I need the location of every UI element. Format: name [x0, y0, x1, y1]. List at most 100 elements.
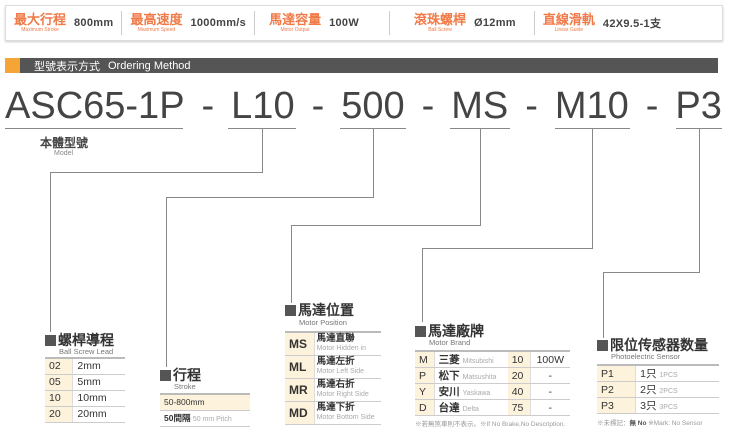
spec-label-en: Ball Screw [428, 26, 452, 33]
lead-title: 螺桿導程 [45, 330, 114, 350]
position-zh: 馬達左折 [316, 356, 355, 367]
connector-line [422, 248, 593, 249]
count-en: 1PCS [659, 372, 678, 379]
code-cell: P2 [597, 381, 637, 398]
model-label: 本體型號 [40, 136, 89, 150]
code-cell: M [415, 350, 435, 368]
spec-label-en: Motor Output [280, 26, 310, 33]
table-row: 50-800mm [160, 393, 250, 411]
code-cell: P1 [597, 364, 637, 382]
spec-label-en: Maximum Speed [137, 26, 176, 33]
section-title-zh: 型號表示方式 [34, 60, 100, 73]
count-zh: 1只 [640, 368, 657, 380]
brand-note: ※若無煞車則不表示。※If No Brake,No Description. [415, 421, 566, 428]
power-cell: - [530, 367, 570, 384]
square-bullet-icon [45, 334, 56, 346]
code-cell: MR [285, 378, 315, 402]
position-en: Motor Right Side [316, 391, 369, 398]
spec-label-en: Maximum Stroke [21, 26, 59, 33]
brand-en: Delta [462, 406, 479, 413]
power-code-cell: 20 [507, 367, 531, 384]
connector-line [291, 225, 481, 226]
position-title-text: 馬達位置 [298, 302, 354, 318]
sensor-subtitle: Photoelectric Sensor [611, 352, 681, 361]
connector-line [422, 248, 423, 322]
connector-line [592, 128, 593, 249]
section-title-en: Ordering Method [108, 59, 191, 72]
square-bullet-icon [160, 369, 171, 381]
spec-value: Ø12mm [474, 17, 516, 29]
code-dash: - [421, 85, 435, 127]
connector-line [291, 225, 292, 303]
spec-label: 最高速度 [130, 11, 183, 27]
value-cell: 5mm [72, 374, 125, 391]
ordering-code: ASC65-1P - L10 - 500 - MS - M10 - P3 [5, 84, 722, 128]
power-cell: 100W [530, 350, 570, 368]
power-code-cell: 40 [507, 383, 531, 400]
connector-line [166, 197, 374, 198]
connector-line [699, 128, 700, 273]
connector-line [480, 128, 481, 226]
brand-en: Matsushita [462, 374, 497, 381]
note-zh: ※未標記： [597, 420, 630, 427]
lead-subtitle: Ball Screw Lead [59, 347, 114, 356]
code-cell: 20 [45, 406, 74, 423]
table-row: 50間隔 50 mm Pitch [160, 410, 250, 427]
spec-value: 1000mm/s [190, 17, 247, 29]
code-brand: M10 [554, 85, 629, 127]
brand-en: Yaskawa [462, 390, 491, 397]
underline [5, 128, 183, 129]
count-en: 3PCS [659, 404, 678, 411]
code-cell: P3 [597, 397, 637, 414]
model-label-en: Model [54, 150, 74, 157]
note-no: 無 No [629, 420, 647, 427]
code-cell: P [415, 367, 435, 384]
connector-line [262, 128, 263, 173]
code-dash: - [645, 85, 659, 127]
note-en: ※Mark: No Sensor [648, 420, 703, 427]
stroke-table: 50-800mm 50間隔 50 mm Pitch [160, 393, 250, 427]
connector-line [603, 272, 604, 338]
code-cell: MD [285, 401, 315, 425]
count-zh: 3只 [640, 400, 657, 412]
position-zh: 馬達右折 [316, 379, 355, 390]
position-zh: 馬達直聯 [316, 333, 355, 345]
code-cell: 05 [45, 374, 74, 391]
value-cell: 10mm [72, 390, 125, 407]
pitch-en: 50 mm Pitch [192, 416, 232, 423]
code-position: MS [451, 85, 509, 127]
position-en: Motor Left Side [316, 368, 365, 375]
code-cell: 02 [45, 357, 74, 375]
position-zh: 馬達下折 [316, 402, 355, 413]
code-model: ASC65-1P [5, 85, 185, 127]
code-cell: 10 [45, 390, 74, 407]
code-lead: L10 [231, 85, 295, 127]
spec-label: 直線滑軌 [542, 11, 595, 27]
pitch-zh: 50間隔 [164, 413, 191, 423]
power-code-cell: 10 [507, 350, 531, 368]
code-dash: - [201, 85, 215, 127]
connector-line [166, 197, 167, 367]
connector-line [50, 172, 263, 173]
brand-subtitle: Motor Brand [429, 338, 471, 347]
power-cell: - [530, 399, 570, 416]
spec-label-en: Linear Guide [554, 26, 584, 33]
power-cell: - [530, 383, 570, 400]
stroke-range: 50-800mm [160, 393, 250, 411]
